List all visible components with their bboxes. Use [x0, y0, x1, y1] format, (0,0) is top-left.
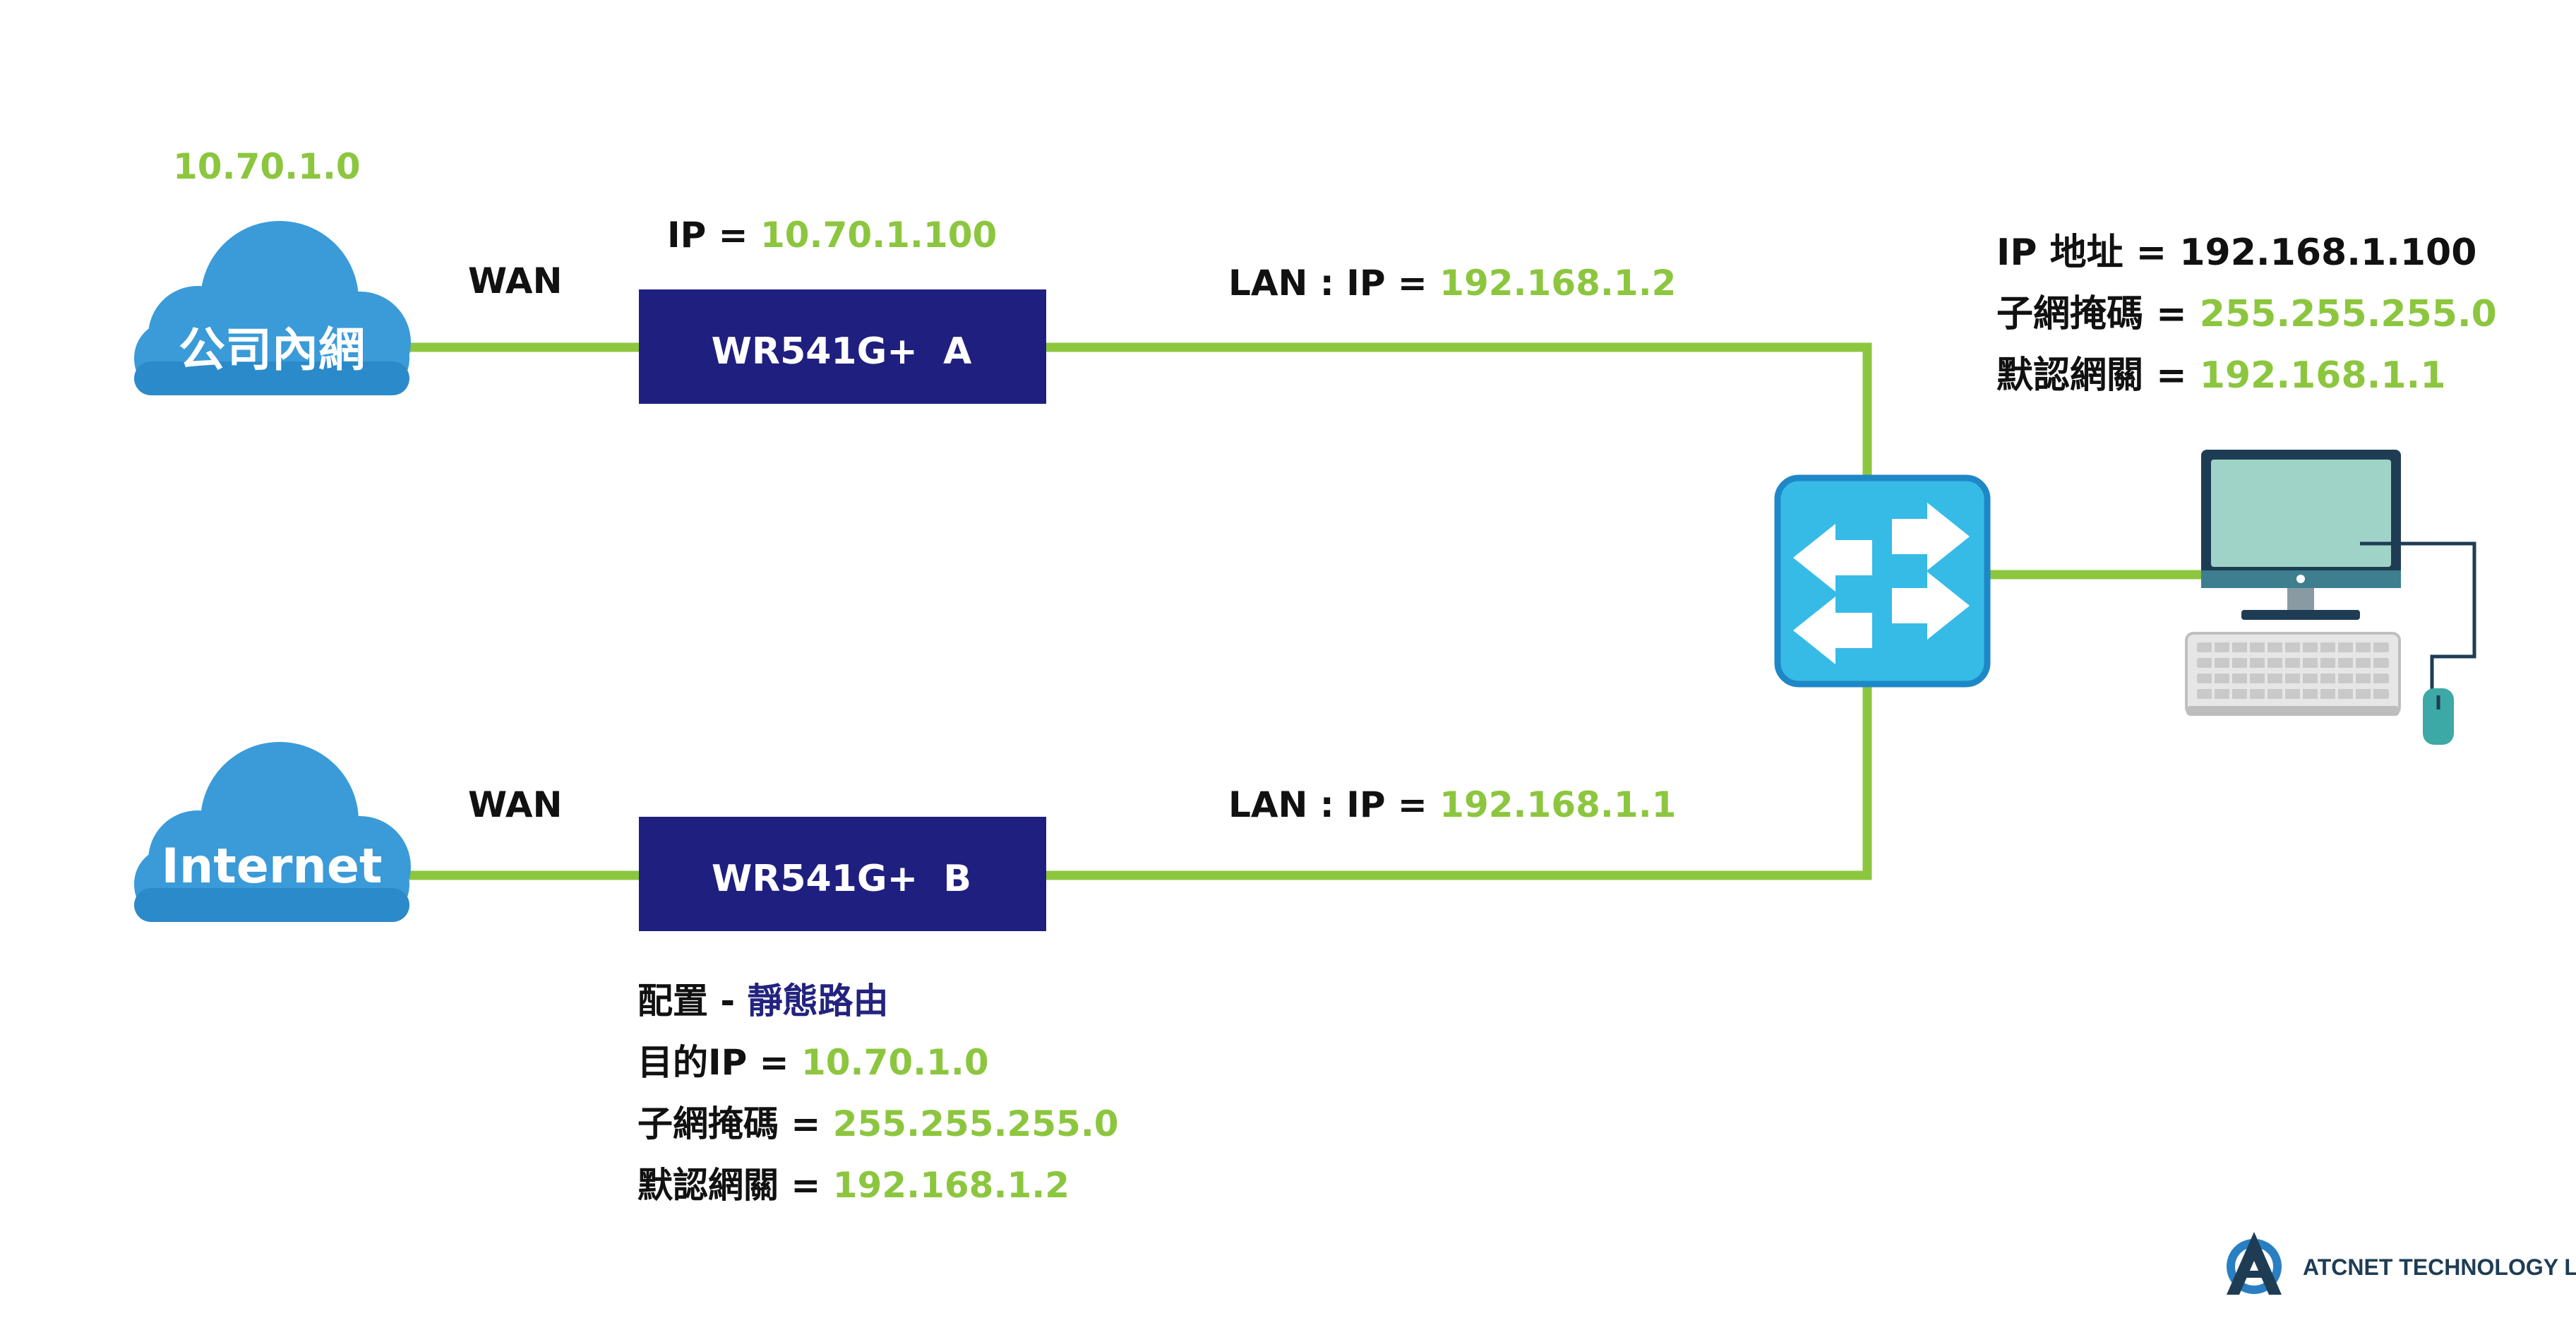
link-router-a-to-switch [1046, 342, 1872, 480]
pc-config: IP 地址 = 192.168.1.100 子網掩碼 = 255.255.255… [1996, 232, 2497, 397]
cloud-top-label: 公司內網 [179, 323, 365, 377]
desktop-computer-icon[interactable] [2185, 450, 2476, 745]
brand-name: ATCNET TECHNOLOGY LIMITED [2303, 1254, 2576, 1280]
router-box[interactable]: WR541G+ B [639, 817, 1046, 931]
connection-lines [409, 342, 2206, 880]
pc-mask: 子網掩碼 = 255.255.255.0 [1996, 293, 2497, 335]
pc-mask-value: 255.255.255.0 [2200, 293, 2497, 335]
monitor-screen [2211, 460, 2391, 567]
router-a-lan-value: 192.168.1.2 [1439, 263, 1676, 304]
static-route-dest-value: 10.70.1.0 [801, 1042, 989, 1083]
static-route-gateway-value: 192.168.1.2 [833, 1165, 1070, 1206]
arrow-right-icon [1892, 503, 1970, 570]
static-route-mask-value: 255.255.255.0 [833, 1103, 1119, 1144]
cloud-icon: Internet [134, 742, 411, 922]
switch-icon[interactable] [1774, 474, 1991, 688]
router-b-lan-value: 192.168.1.1 [1439, 784, 1676, 825]
cloud-bottom-label: Internet [162, 839, 383, 894]
router-a-lan-prefix: LAN : IP = [1228, 263, 1439, 304]
router-b-body [639, 817, 1046, 931]
pc-ip-value: 192.168.1.100 [2179, 232, 2476, 274]
static-route-dest: 目的IP = 10.70.1.0 [637, 1042, 989, 1083]
pc-gateway: 默認網關 = 192.168.1.1 [1996, 354, 2446, 397]
mouse [2423, 688, 2454, 745]
router-b-lan: LAN : IP = 192.168.1.1 [1228, 784, 1676, 825]
link-router-b-to-switch [1046, 681, 1872, 880]
arrow-left-icon [1793, 524, 1872, 592]
static-route-heading: 配置 - 靜態路由 [637, 981, 889, 1022]
pc-ip: IP 地址 = 192.168.1.100 [1996, 232, 2476, 274]
monitor-stand [2287, 588, 2314, 611]
pc-mask-prefix: 子網掩碼 = [1996, 293, 2200, 335]
router-a-wan-label: WAN [468, 260, 562, 301]
static-route-gateway-prefix: 默認網關 = [637, 1165, 833, 1206]
arrow-right-icon [1892, 572, 1970, 640]
cloud-top-network: 10.70.1.0 [173, 146, 361, 187]
static-route-mask-prefix: 子網掩碼 = [637, 1103, 833, 1144]
router-box[interactable]: WR541G+ A [639, 289, 1046, 404]
cloud-icon: 公司內網 [134, 221, 411, 395]
mouse-cable [2360, 541, 2476, 692]
router-a-ip: IP = 10.70.1.100 [667, 215, 997, 256]
router-a-name: WR541G+ A [712, 330, 972, 373]
static-route-heading-prefix: 配置 - [637, 981, 748, 1022]
arrow-left-icon [1793, 597, 1872, 664]
keyboard-keys [2197, 642, 2389, 699]
static-route-gateway: 默認網關 = 192.168.1.2 [637, 1165, 1070, 1206]
monitor-power-dot [2296, 575, 2305, 583]
pc-gateway-value: 192.168.1.1 [2200, 354, 2446, 397]
router-a-lan: LAN : IP = 192.168.1.2 [1228, 263, 1676, 304]
monitor-base [2241, 610, 2360, 620]
router-b-lan-prefix: LAN : IP = [1228, 784, 1439, 825]
router-b-wan-label: WAN [468, 784, 562, 825]
router-a-ip-prefix: IP = [667, 215, 760, 256]
keyboard-key-gaps [2212, 639, 2373, 702]
static-route-dest-prefix: 目的IP = [637, 1042, 801, 1083]
static-route-config: 配置 - 靜態路由 目的IP = 10.70.1.0 子網掩碼 = 255.25… [637, 981, 1119, 1206]
pc-gateway-prefix: 默認網關 = [1996, 354, 2200, 397]
router-a-body [639, 289, 1046, 404]
router-a-ip-value: 10.70.1.100 [760, 215, 997, 256]
static-route-heading-value: 靜態路由 [748, 981, 889, 1022]
router-b-name: WR541G+ B [712, 858, 971, 900]
static-route-mask: 子網掩碼 = 255.255.255.0 [637, 1103, 1119, 1144]
atcnet-logo [2227, 1232, 2282, 1295]
pc-ip-prefix: IP 地址 = [1996, 232, 2179, 274]
